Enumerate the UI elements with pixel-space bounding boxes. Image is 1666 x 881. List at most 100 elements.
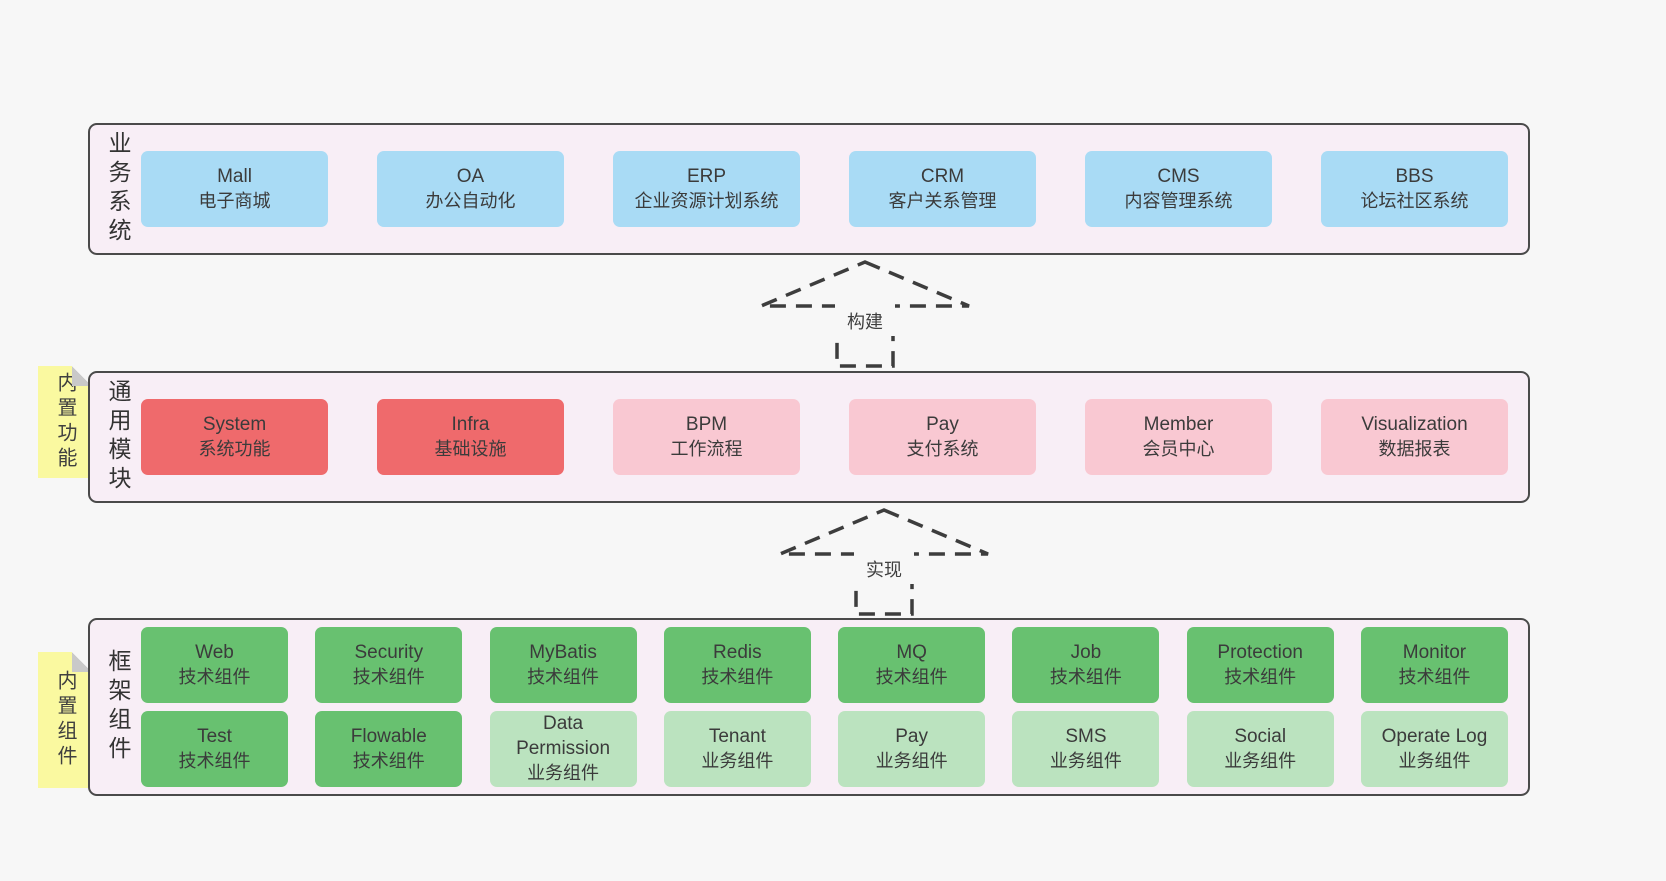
arrow-up-build: 构建 bbox=[760, 260, 970, 368]
box-title-en: Member bbox=[1143, 414, 1214, 435]
box-row: System 系统功能 Infra 基础设施 BPM 工作流程 Pay 支付系统… bbox=[129, 373, 1528, 501]
box-security: Security 技术组件 bbox=[315, 627, 463, 704]
box-row: Web 技术组件 Security 技术组件 MyBatis 技术组件 Redi… bbox=[141, 627, 1508, 704]
box-grid: Web 技术组件 Security 技术组件 MyBatis 技术组件 Redi… bbox=[129, 620, 1528, 794]
box-title-zh: 技术组件 bbox=[875, 667, 948, 688]
box-infra: Infra 基础设施 bbox=[377, 399, 564, 475]
box-title-zh: 企业资源计划系统 bbox=[634, 191, 779, 211]
box-member: Member 会员中心 bbox=[1085, 399, 1272, 475]
box-title-zh: 会员中心 bbox=[1142, 439, 1215, 459]
box-title-en: Web bbox=[195, 642, 234, 664]
box-title-en: Job bbox=[1070, 642, 1102, 664]
panel-label: 通用模块 bbox=[105, 379, 131, 495]
sticky-note-builtin-components: 内置组件 bbox=[38, 652, 92, 788]
box-system: System 系统功能 bbox=[141, 399, 328, 475]
box-social: Social 业务组件 bbox=[1186, 710, 1334, 787]
box-mybatis: MyBatis 技术组件 bbox=[489, 627, 637, 704]
arrow-label: 实现 bbox=[866, 560, 902, 580]
box-title-en: Security bbox=[354, 642, 424, 664]
box-title-zh: 基础设施 bbox=[434, 439, 507, 459]
box-title-en: Test bbox=[197, 725, 232, 747]
box-crm: CRM 客户关系管理 bbox=[849, 151, 1036, 227]
box-title-zh: 数据报表 bbox=[1378, 439, 1451, 459]
box-title-zh: 客户关系管理 bbox=[888, 191, 997, 211]
box-visualization: Visualization 数据报表 bbox=[1321, 399, 1508, 475]
box-title-zh: 业务组件 bbox=[1398, 750, 1471, 771]
box-title-en: Social bbox=[1234, 725, 1287, 747]
box-title-zh: 技术组件 bbox=[1224, 667, 1297, 688]
box-web: Web 技术组件 bbox=[141, 627, 288, 704]
box-redis: Redis 技术组件 bbox=[663, 627, 811, 704]
box-title-en: Pay bbox=[926, 414, 959, 435]
box-title-en: MQ bbox=[896, 642, 927, 664]
folded-corner-icon bbox=[72, 652, 92, 672]
box-title-en: Visualization bbox=[1361, 414, 1468, 435]
box-mq: MQ 技术组件 bbox=[838, 627, 986, 704]
box-row: Mall 电子商城 OA 办公自动化 ERP 企业资源计划系统 CRM 客户关系… bbox=[129, 125, 1528, 253]
panel-business-systems: 业务系统 Mall 电子商城 OA 办公自动化 ERP 企业资源计划系统 CRM… bbox=[88, 123, 1530, 255]
box-title-en: SMS bbox=[1065, 725, 1107, 747]
box-title-en: BPM bbox=[685, 414, 728, 435]
folded-corner-icon bbox=[72, 366, 92, 386]
box-tenant: Tenant 业务组件 bbox=[663, 710, 811, 787]
box-job: Job 技术组件 bbox=[1012, 627, 1160, 704]
arrow-up-icon bbox=[779, 508, 989, 616]
box-title-en: Operate Log bbox=[1381, 725, 1488, 747]
box-title-en: Redis bbox=[713, 642, 762, 664]
box-title-en: Mall bbox=[217, 166, 252, 187]
arrow-label: 构建 bbox=[847, 312, 883, 332]
arrow-up-icon bbox=[760, 260, 970, 368]
box-monitor: Monitor 技术组件 bbox=[1360, 627, 1508, 704]
box-title-zh: 技术组件 bbox=[178, 667, 251, 688]
box-title-zh: 系统功能 bbox=[198, 439, 271, 459]
box-pay-system: Pay 支付系统 bbox=[849, 399, 1036, 475]
box-title-zh: 技术组件 bbox=[527, 667, 600, 688]
box-protection: Protection 技术组件 bbox=[1186, 627, 1334, 704]
box-pay-component: Pay 业务组件 bbox=[838, 710, 986, 787]
box-mall: Mall 电子商城 bbox=[141, 151, 328, 227]
arrow-label-background bbox=[835, 304, 895, 336]
box-bbs: BBS 论坛社区系统 bbox=[1321, 151, 1508, 227]
box-title-zh: 业务组件 bbox=[701, 750, 774, 771]
box-title-zh: 技术组件 bbox=[352, 667, 425, 688]
sticky-note-builtin-features: 内置功能 bbox=[38, 366, 92, 478]
box-title-zh: 业务组件 bbox=[875, 750, 948, 771]
box-title-zh: 技术组件 bbox=[352, 750, 425, 771]
box-title-zh: 支付系统 bbox=[906, 439, 979, 459]
panel-label: 框架组件 bbox=[105, 649, 131, 765]
sticky-note-label: 内置组件 bbox=[54, 670, 76, 770]
box-title-en: Protection bbox=[1217, 642, 1303, 664]
box-flowable: Flowable 技术组件 bbox=[315, 710, 463, 787]
box-title-en: System bbox=[202, 414, 267, 435]
panel-common-modules: 通用模块 System 系统功能 Infra 基础设施 BPM 工作流程 Pay… bbox=[88, 371, 1530, 503]
box-oa: OA 办公自动化 bbox=[377, 151, 564, 227]
box-title-en: OA bbox=[456, 166, 485, 187]
box-title-zh: 技术组件 bbox=[1049, 667, 1122, 688]
box-sms: SMS 业务组件 bbox=[1012, 710, 1160, 787]
box-title-en: Monitor bbox=[1402, 642, 1467, 664]
box-title-en: BBS bbox=[1395, 166, 1434, 187]
box-title-en: CRM bbox=[920, 166, 965, 187]
box-title-zh: 内容管理系统 bbox=[1124, 191, 1233, 211]
box-bpm: BPM 工作流程 bbox=[613, 399, 800, 475]
box-title-en: MyBatis bbox=[529, 642, 597, 664]
box-erp: ERP 企业资源计划系统 bbox=[613, 151, 800, 227]
box-title-en: Infra bbox=[451, 414, 490, 435]
box-title-en: Tenant bbox=[708, 725, 766, 747]
box-title-zh: 业务组件 bbox=[527, 763, 600, 784]
box-title-zh: 论坛社区系统 bbox=[1360, 191, 1469, 211]
box-operate-log: Operate Log 业务组件 bbox=[1360, 710, 1508, 787]
sticky-note-label: 内置功能 bbox=[54, 372, 76, 472]
box-cms: CMS 内容管理系统 bbox=[1085, 151, 1272, 227]
box-title-zh: 工作流程 bbox=[670, 439, 743, 459]
panel-framework-components: 框架组件 Web 技术组件 Security 技术组件 MyBatis 技术组件… bbox=[88, 618, 1530, 796]
box-title-en: CMS bbox=[1157, 166, 1200, 187]
box-row: Test 技术组件 Flowable 技术组件 Data Permission … bbox=[141, 710, 1508, 787]
box-title-zh: 办公自动化 bbox=[425, 191, 516, 211]
box-title-zh: 技术组件 bbox=[178, 750, 251, 771]
box-title-en: Pay bbox=[895, 725, 928, 747]
box-title-zh: 技术组件 bbox=[701, 667, 774, 688]
arrow-label-background bbox=[854, 552, 914, 584]
box-data-permission: Data Permission 业务组件 bbox=[489, 710, 637, 787]
box-title-en: Flowable bbox=[350, 725, 427, 747]
